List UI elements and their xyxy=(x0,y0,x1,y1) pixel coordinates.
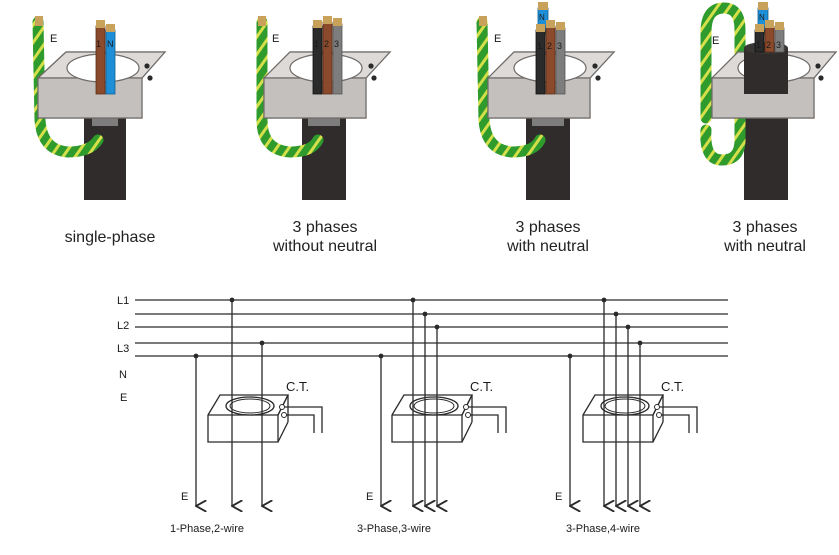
config-label: 1-Phase,2-wire xyxy=(170,523,244,535)
caption-line: single-phase xyxy=(64,229,156,246)
ct-secondary-lead xyxy=(286,414,315,433)
panel-3-phase-no-neutral: E 1 2 3 xyxy=(256,16,392,200)
ct-window xyxy=(225,396,275,416)
ct-window xyxy=(409,396,459,416)
core-label: 1 xyxy=(96,39,101,49)
ct-secondary-lead xyxy=(284,406,323,433)
ct-secondary-lead xyxy=(659,406,698,433)
bus-label: L2 xyxy=(117,320,129,332)
core-label: 3 xyxy=(334,39,339,49)
caption-3-phase-neutral-b: 3 phases with neutral xyxy=(685,218,839,256)
core-label: N xyxy=(759,13,765,22)
cable-sheath xyxy=(744,48,788,94)
bus-label: L3 xyxy=(117,343,129,355)
bus-label: E xyxy=(120,392,127,404)
core-label: 3 xyxy=(557,41,562,51)
ct-terminal xyxy=(279,404,285,410)
ct-schematic xyxy=(135,299,728,357)
earth-label: E xyxy=(272,33,279,45)
core-label: 1 xyxy=(537,41,542,51)
caption-line: with neutral xyxy=(724,238,806,255)
caption-3-phase-neutral-a: 3 phases with neutral xyxy=(468,218,628,256)
core-label: 2 xyxy=(547,41,552,51)
ct-label: C.T. xyxy=(286,379,309,394)
earth-wire xyxy=(256,16,324,158)
ct-label: C.T. xyxy=(661,379,684,394)
bus-label: L1 xyxy=(117,295,129,307)
earth-label: E xyxy=(366,491,373,503)
earth-label: E xyxy=(181,491,188,503)
earth-label: E xyxy=(494,33,501,45)
ct-terminal xyxy=(281,412,287,418)
core-label: 2 xyxy=(766,40,771,50)
ct-label: C.T. xyxy=(470,379,493,394)
panel-3-phase-neutral-b: E N 1 2 3 xyxy=(700,2,838,200)
ct-secondary-lead xyxy=(468,406,507,433)
caption-line: with neutral xyxy=(507,238,589,255)
caption-single-phase: single-phase xyxy=(30,228,190,247)
ct-terminal xyxy=(465,412,471,418)
earth-wire xyxy=(700,2,746,166)
earth-wire xyxy=(32,16,104,158)
bus-labels: L1 L2 L3 N E xyxy=(117,295,129,404)
bus-label: N xyxy=(119,369,127,381)
config-labels: 1-Phase,2-wire 3-Phase,3-wire 3-Phase,4-… xyxy=(170,523,640,535)
core-label: 1 xyxy=(756,40,761,50)
config-label: 3-Phase,4-wire xyxy=(566,523,640,535)
caption-3-phase-no-neutral: 3 phases without neutral xyxy=(245,218,405,256)
earth-wire xyxy=(476,16,546,158)
core-brown xyxy=(95,25,106,95)
core-label: N xyxy=(107,39,114,49)
earth-label: E xyxy=(712,35,719,47)
earth-label: E xyxy=(50,33,57,45)
earth-wire-tip xyxy=(35,16,43,26)
ct-terminal xyxy=(654,404,660,410)
ct-secondary-lead xyxy=(661,414,690,433)
earth-label: E xyxy=(555,491,562,503)
ct-window xyxy=(600,396,650,416)
ct-ring xyxy=(262,51,392,119)
ct-terminal xyxy=(463,404,469,410)
config-label: 3-Phase,3-wire xyxy=(357,523,431,535)
ct-terminal xyxy=(656,412,662,418)
ct-secondary-lead xyxy=(470,414,499,433)
caption-line: 3 phases xyxy=(515,219,581,236)
caption-line: 3 phases xyxy=(292,219,358,236)
caption-line: without neutral xyxy=(272,238,378,255)
core-label: 1 xyxy=(314,39,319,49)
core-label: 3 xyxy=(776,40,781,50)
panel-single-phase: E 1 N xyxy=(32,16,167,200)
panel-3-phase-neutral-a: E N 1 2 3 xyxy=(476,2,616,200)
core-label: N xyxy=(539,13,545,22)
core-label: 2 xyxy=(324,39,329,49)
caption-line: 3 phases xyxy=(732,219,798,236)
